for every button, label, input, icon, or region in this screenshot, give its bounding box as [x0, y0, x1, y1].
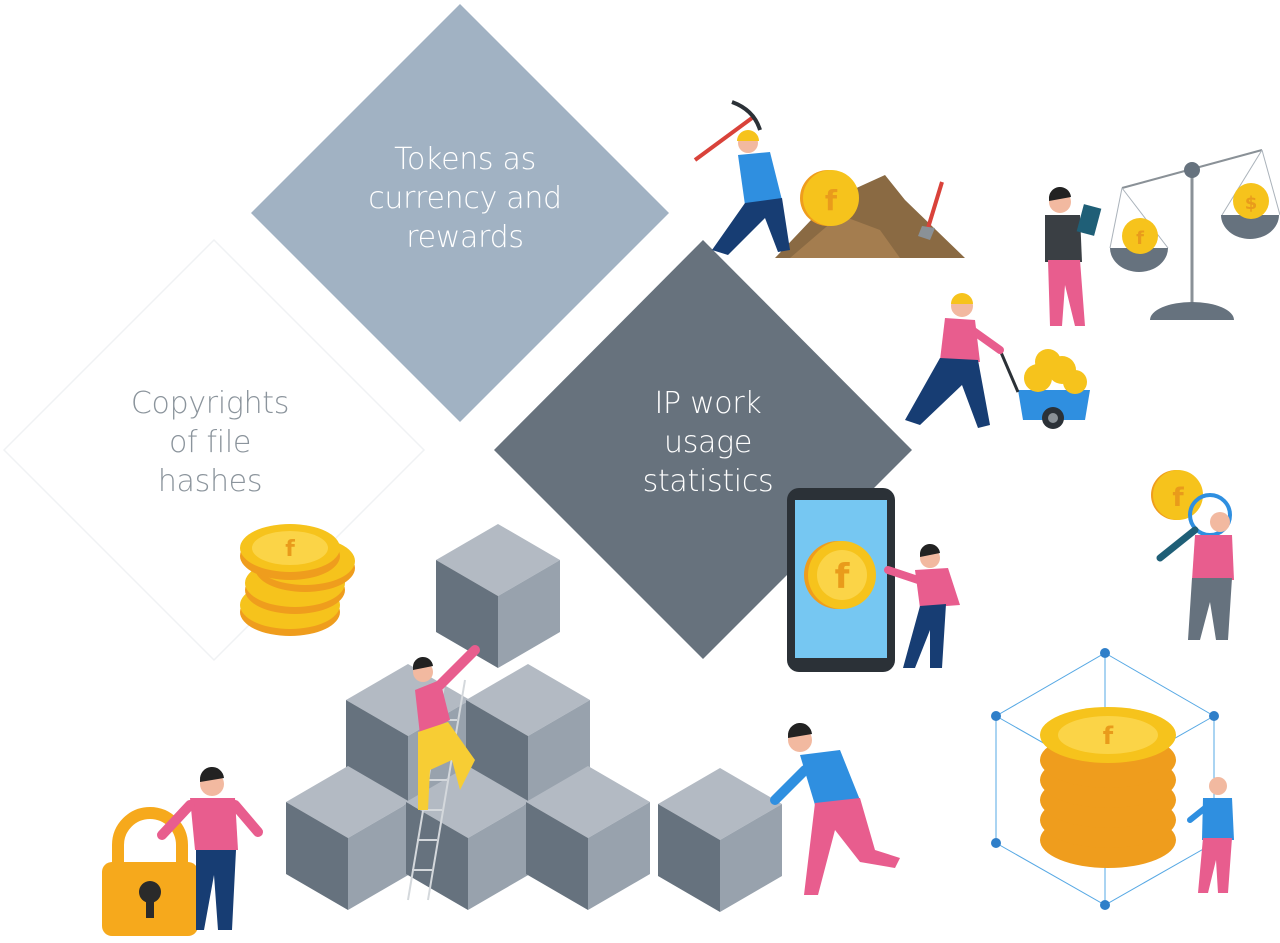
coin-symbol: f	[825, 184, 838, 217]
padlock-icon	[102, 807, 198, 936]
label-line: Copyrights	[130, 386, 290, 421]
coin-symbol: f	[1136, 228, 1144, 249]
person-magnifier: f	[1151, 470, 1234, 640]
person-with-lock	[157, 766, 263, 930]
coin-symbol: f	[1103, 722, 1114, 750]
person-cart	[905, 293, 1004, 428]
label-tokens: Tokens as currency and rewards	[340, 140, 590, 257]
diamond-tokens	[251, 4, 669, 422]
person-network	[1187, 777, 1234, 893]
label-line: IP work	[654, 386, 762, 421]
balance-scale-icon: f $	[1109, 149, 1280, 320]
label-line: rewards	[406, 220, 524, 255]
coin-symbol: f	[835, 557, 851, 597]
label-line: hashes	[157, 464, 263, 499]
coin-cart	[998, 349, 1090, 429]
coin-symbol: f	[1172, 483, 1184, 513]
coin-symbol: f	[285, 537, 295, 562]
person-phone	[884, 543, 960, 668]
network-coin-stack: f	[991, 648, 1219, 910]
label-line: Tokens as	[394, 142, 536, 177]
person-pushing	[770, 722, 900, 895]
coin-stack-icon: f	[240, 524, 355, 636]
person-clipboard	[1045, 186, 1102, 326]
miner-scene: f	[693, 100, 965, 258]
label-line: statistics	[642, 464, 774, 499]
label-line: usage	[664, 425, 752, 460]
label-line: of file	[168, 425, 252, 460]
label-ip-stats: IP work usage statistics	[598, 384, 818, 501]
person-climbing	[412, 645, 480, 810]
phone-icon: f	[787, 488, 895, 672]
label-line: currency and	[368, 181, 562, 216]
dollar-symbol: $	[1245, 193, 1258, 214]
label-copyrights: Copyrights of file hashes	[110, 384, 310, 501]
